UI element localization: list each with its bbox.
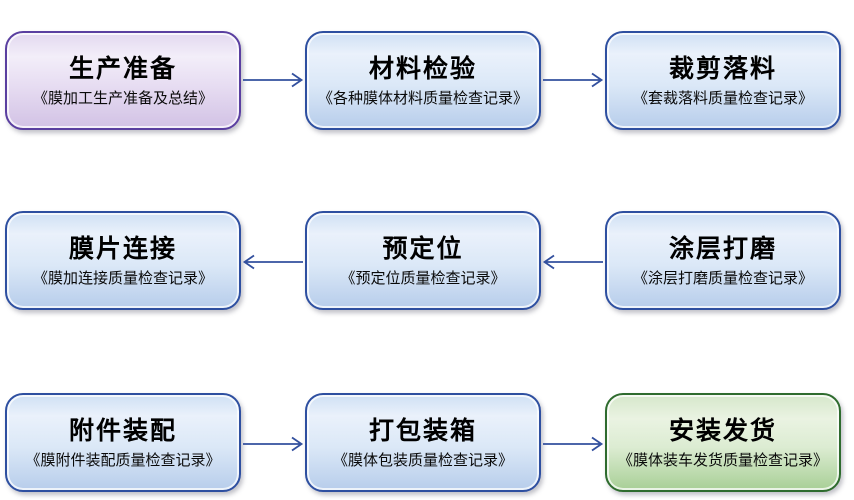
node-title: 生产准备 [68,54,177,83]
arrow-right-icon [242,71,304,89]
node-production-prep: 生产准备 《膜加工生产准备及总结》 [5,31,241,130]
node-title: 膜片连接 [68,234,177,263]
node-install-shipping: 安装发货 《膜体装车发货质量检查记录》 [605,393,841,492]
node-title: 附件装配 [68,416,177,445]
node-subtitle: 《各种膜体材料质量检查记录》 [317,88,528,107]
node-subtitle: 《膜附件装配质量检查记录》 [25,450,221,469]
node-subtitle: 《预定位质量检查记录》 [340,268,506,287]
node-material-inspection: 材料检验 《各种膜体材料质量检查记录》 [305,31,541,130]
node-cutting-blanking: 裁剪落料 《套裁落料质量检查记录》 [605,31,841,130]
arrow-right-icon [242,435,304,453]
node-pre-positioning: 预定位 《预定位质量检查记录》 [305,211,541,310]
arrow-right-icon [542,435,604,453]
node-title: 裁剪落料 [668,54,777,83]
arrow-right-icon [542,71,604,89]
node-title: 打包装箱 [368,416,477,445]
node-title: 安装发货 [668,416,777,445]
node-subtitle: 《涂层打磨质量检查记录》 [632,268,813,287]
node-accessory-assembly: 附件装配 《膜附件装配质量检查记录》 [5,393,241,492]
node-packing-boxing: 打包装箱 《膜体包装质量检查记录》 [305,393,541,492]
node-subtitle: 《膜体包装质量检查记录》 [332,450,513,469]
node-subtitle: 《套裁落料质量检查记录》 [632,88,813,107]
node-title: 预定位 [382,234,464,263]
node-membrane-connection: 膜片连接 《膜加连接质量检查记录》 [5,211,241,310]
node-title: 材料检验 [368,54,477,83]
node-subtitle: 《膜加工生产准备及总结》 [32,88,213,107]
arrow-left-icon [542,253,604,271]
node-subtitle: 《膜加连接质量检查记录》 [32,268,213,287]
arrow-left-icon [242,253,304,271]
node-title: 涂层打磨 [668,234,777,263]
node-subtitle: 《膜体装车发货质量检查记录》 [617,450,828,469]
node-coating-polishing: 涂层打磨 《涂层打磨质量检查记录》 [605,211,841,310]
